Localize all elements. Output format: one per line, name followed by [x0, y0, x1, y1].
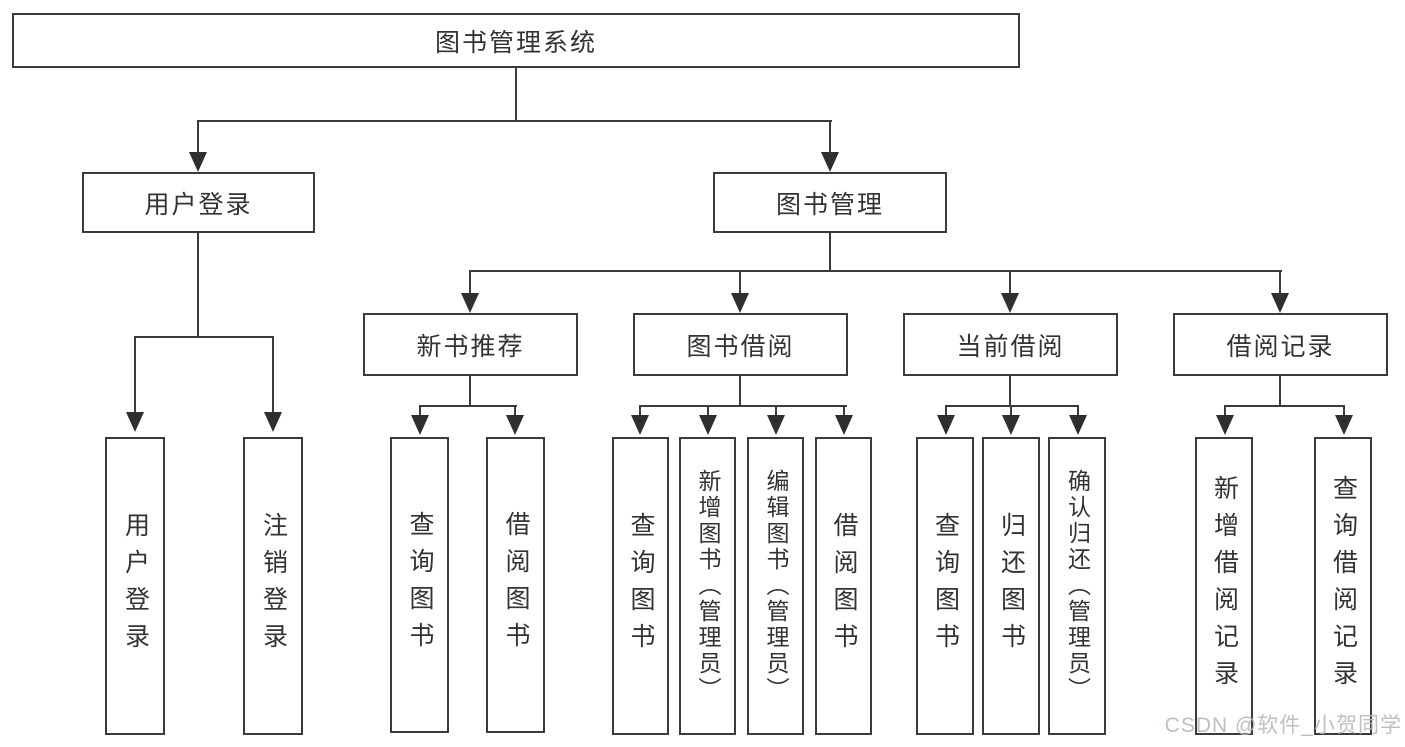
connector-arrowhead — [126, 412, 144, 432]
connector-arrowhead — [767, 415, 785, 435]
leaf-query-borrow-record: 查询借阅记录 — [1314, 437, 1372, 735]
connector-arrowhead — [631, 415, 649, 435]
connector-line — [469, 376, 471, 405]
connector-line — [829, 120, 831, 156]
connector-line — [639, 405, 641, 417]
connector-line — [843, 405, 845, 417]
connector-line — [1009, 270, 1011, 295]
connector-arrowhead — [1271, 293, 1289, 313]
connector-line — [775, 405, 777, 417]
connector-line — [739, 376, 741, 405]
connector-line — [639, 405, 847, 407]
leaf-confirm-return-admin: 确认归还（管理员） — [1048, 437, 1106, 735]
node-user-login: 用户登录 — [82, 172, 315, 233]
connector-arrowhead — [1216, 415, 1234, 435]
connector-line — [945, 405, 947, 417]
node-borrow-record: 借阅记录 — [1173, 313, 1388, 376]
connector-arrowhead — [461, 293, 479, 313]
csdn-watermark: CSDN @软件_小贺同学 — [1164, 714, 1402, 737]
node-current-borrow: 当前借阅 — [903, 313, 1118, 376]
leaf-query-book: 查询图书 — [916, 437, 974, 735]
connector-line — [515, 68, 517, 120]
connector-line — [419, 405, 421, 417]
connector-line — [1010, 405, 1012, 417]
connector-arrowhead — [1069, 415, 1087, 435]
connector-arrowhead — [821, 152, 839, 172]
leaf-add-borrow-record: 新增借阅记录 — [1195, 437, 1253, 735]
connector-line — [514, 405, 516, 417]
connector-line — [739, 270, 741, 295]
connector-line — [707, 405, 709, 417]
connector-line — [197, 120, 832, 122]
connector-line — [1224, 405, 1345, 407]
connector-line — [272, 336, 274, 412]
leaf-borrow-book: 借阅图书 — [486, 437, 545, 733]
connector-line — [1077, 405, 1079, 417]
connector-line — [134, 336, 136, 412]
connector-arrowhead — [1001, 293, 1019, 313]
node-book-borrow: 图书借阅 — [633, 313, 848, 376]
connector-arrowhead — [264, 412, 282, 432]
leaf-return-book: 归还图书 — [982, 437, 1040, 735]
leaf-query-book: 查询图书 — [390, 437, 449, 733]
connector-arrowhead — [1335, 415, 1353, 435]
connector-line — [469, 270, 1282, 272]
leaf-logout: 注销登录 — [243, 437, 303, 735]
node-new-book-recommend: 新书推荐 — [363, 313, 578, 376]
connector-arrowhead — [189, 152, 207, 172]
connector-arrowhead — [937, 415, 955, 435]
connector-line — [469, 270, 471, 295]
connector-line — [945, 405, 1079, 407]
connector-line — [197, 120, 199, 156]
connector-line — [1343, 405, 1345, 417]
connector-arrowhead — [1002, 415, 1020, 435]
connector-line — [134, 336, 274, 338]
node-book-management: 图书管理 — [713, 172, 947, 233]
connector-arrowhead — [411, 415, 429, 435]
connector-line — [1009, 376, 1011, 405]
leaf-user-login: 用户登录 — [105, 437, 165, 735]
leaf-edit-book-admin: 编辑图书（管理员） — [747, 437, 804, 735]
connector-line — [1279, 270, 1281, 295]
connector-line — [1279, 376, 1281, 405]
connector-line — [829, 233, 831, 270]
leaf-add-book-admin: 新增图书（管理员） — [679, 437, 736, 735]
leaf-borrow-book: 借阅图书 — [815, 437, 872, 735]
connector-arrowhead — [731, 293, 749, 313]
connector-arrowhead — [835, 415, 853, 435]
connector-arrowhead — [699, 415, 717, 435]
connector-line — [419, 405, 517, 407]
node-root: 图书管理系统 — [12, 13, 1020, 68]
leaf-query-book: 查询图书 — [612, 437, 669, 735]
connector-arrowhead — [506, 415, 524, 435]
connector-line — [1224, 405, 1226, 417]
connector-line — [197, 233, 199, 336]
